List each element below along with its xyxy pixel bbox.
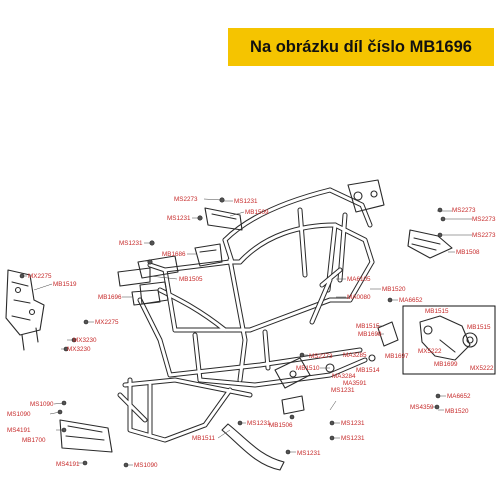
part-label: MS1231 (247, 420, 271, 427)
part-label: MB1520 (382, 286, 406, 293)
part-label: MB1686 (162, 251, 186, 258)
plate-mb1508 (407, 229, 453, 259)
part-mb1696 (131, 289, 161, 306)
plate-mb1700 (59, 419, 113, 453)
part-label: MS4359 (410, 404, 434, 411)
part-label: MS1231 (331, 387, 355, 394)
part-label: MB1698 (358, 331, 382, 338)
part-label: MS1231 (297, 450, 321, 457)
part-label: MS2273 (452, 207, 476, 214)
part-label: MB1514 (356, 367, 380, 374)
part-label: MS1090 (30, 401, 54, 408)
part-label: MS1090 (134, 462, 158, 469)
part-label: MA0080 (347, 294, 371, 301)
part-label: MB1697 (385, 353, 409, 360)
main-frame (117, 179, 385, 443)
inset-mb1515 (402, 305, 496, 375)
part-mb1697 (377, 321, 399, 347)
part-label: MX5222 (418, 348, 442, 355)
bracket-mb1506 (281, 395, 305, 415)
fasteners (19, 197, 446, 468)
part-label: MB1696 (98, 294, 122, 301)
part-label: MS2273 (472, 216, 496, 223)
part-label: MB1515 (425, 308, 449, 315)
part-labels: MS2273 MS1231 MS1231 MB1509 MS1231 MB168… (7, 196, 496, 469)
part-label: MB1520 (445, 408, 469, 415)
bracket-mb1505 (117, 267, 151, 287)
part-label: MB1511 (192, 435, 215, 442)
part-label: MS1231 (119, 240, 143, 247)
head-stock (347, 179, 385, 213)
part-label: MA6652 (399, 297, 423, 304)
part-label: MX2275 (28, 273, 52, 280)
part-label: MS1231 (167, 215, 191, 222)
part-label: MS2273 (309, 353, 333, 360)
banner-text: Na obrázku díl číslo MB1696 (250, 37, 472, 56)
part-label: MS2273 (472, 232, 496, 239)
part-label: MX5222 (470, 365, 494, 372)
part-label: MB1700 (22, 437, 46, 444)
part-mb1514 (368, 354, 376, 362)
part-mb1511 (221, 423, 285, 471)
part-label: MS4191 (56, 461, 80, 468)
part-label: MS1090 (7, 411, 31, 418)
part-label: MB1509 (245, 209, 269, 216)
part-label: MB1699 (434, 361, 458, 368)
bracket-mb1686 (194, 243, 223, 267)
part-label: MA6105 (347, 276, 371, 283)
part-label: MB1510 (296, 365, 320, 372)
bracket-mb1509 (204, 207, 243, 231)
bracket-mb1519 (5, 269, 45, 351)
part-label: MS1231 (341, 435, 365, 442)
part-label: MX2275 (95, 319, 119, 326)
part-label: MS2273 (174, 196, 198, 203)
part-label: MB1519 (53, 281, 77, 288)
part-label: MA3284 (332, 373, 356, 380)
part-label: MX3230 (67, 346, 91, 353)
part-label: MB1515 (467, 324, 491, 331)
part-label: MB1506 (269, 422, 293, 429)
part-label: MS1231 (341, 420, 365, 427)
part-number-banner: Na obrázku díl číslo MB1696 (228, 28, 494, 66)
part-label: MA6652 (447, 393, 471, 400)
part-label: MS1231 (234, 198, 258, 205)
part-label: MA3285 (343, 352, 367, 359)
part-label: MB1515 (356, 323, 380, 330)
part-label: MB1508 (456, 249, 480, 256)
part-label: MX3230 (73, 337, 97, 344)
part-label: MB1505 (179, 276, 203, 283)
part-label: MA3591 (343, 380, 367, 387)
leader-lines (22, 198, 472, 466)
part-label: MS4191 (7, 427, 31, 434)
